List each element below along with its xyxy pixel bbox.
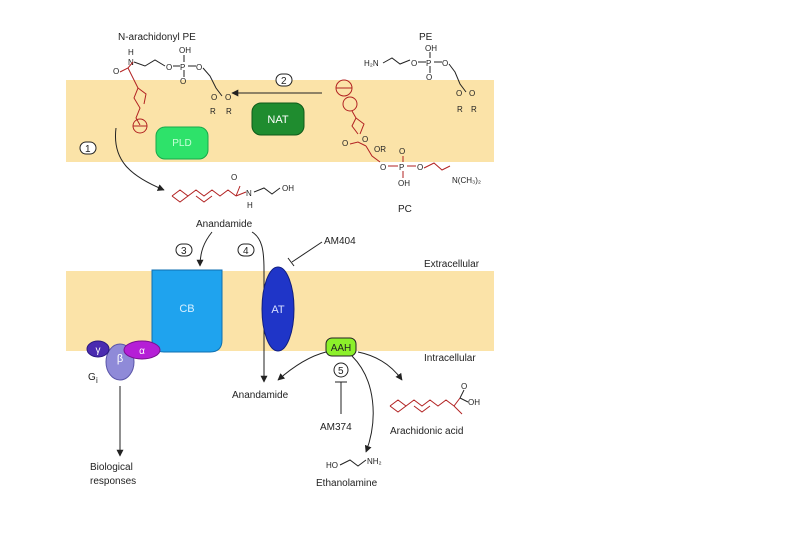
svg-text:O: O	[417, 163, 423, 172]
aah-enzyme[interactable]	[325, 337, 357, 357]
g-alpha-label: α	[139, 346, 145, 357]
svg-text:O: O	[231, 173, 237, 182]
aah-to-ethanolamine-arrow	[351, 355, 374, 453]
nat-label: NAT	[267, 114, 288, 126]
svg-text:O: O	[342, 139, 348, 148]
am374-label: AM374	[320, 422, 352, 433]
at-label: AT	[271, 304, 285, 316]
intracellular-label: Intracellular	[424, 353, 476, 364]
svg-text:O: O	[211, 93, 217, 102]
am404-label: AM404	[324, 236, 356, 247]
step-1-circle: 1	[79, 141, 97, 155]
svg-text:N(CH₃)₂: N(CH₃)₂	[452, 176, 481, 185]
ethanolamine-structure: HO NH₂	[326, 457, 382, 470]
svg-text:O: O	[461, 382, 467, 391]
gi-label: G	[88, 372, 96, 383]
pc-structure: O O OR O P O OH O N(CH₃)₂	[335, 79, 481, 188]
svg-text:O: O	[399, 147, 405, 156]
svg-text:HO: HO	[326, 461, 338, 470]
am404-inhibition-line	[291, 241, 323, 263]
svg-text:NH₂: NH₂	[367, 457, 382, 466]
svg-text:5: 5	[338, 366, 344, 377]
g-alpha-subunit[interactable]	[123, 340, 161, 360]
svg-text:OH: OH	[179, 46, 191, 55]
aah-to-anandamide-arrow	[277, 351, 327, 381]
aah-label: AAH	[331, 343, 352, 354]
svg-text:H: H	[247, 201, 253, 210]
step-3-arrow	[196, 231, 213, 267]
svg-text:OH: OH	[425, 44, 437, 53]
svg-text:1: 1	[85, 144, 91, 155]
svg-text:OH: OH	[468, 398, 480, 407]
arachidonic-acid-structure: O OH	[389, 382, 480, 415]
svg-text:R: R	[210, 107, 216, 116]
svg-text:P: P	[180, 63, 185, 72]
pe-label: PE	[419, 32, 433, 43]
svg-text:OH: OH	[398, 179, 410, 188]
svg-text:P: P	[399, 163, 404, 172]
transport-arrow	[251, 231, 268, 383]
svg-text:2: 2	[281, 76, 287, 87]
svg-text:N: N	[128, 58, 134, 67]
svg-text:O: O	[426, 73, 432, 82]
n-arachidonyl-pe-label: N-arachidonyl PE	[118, 32, 196, 43]
svg-text:4: 4	[243, 246, 249, 257]
svg-text:O: O	[196, 63, 202, 72]
svg-text:O: O	[456, 89, 462, 98]
anandamide-top-label: Anandamide	[196, 219, 253, 230]
svg-text:R: R	[457, 105, 463, 114]
svg-text:O: O	[180, 77, 186, 86]
step-1-arrow	[114, 127, 165, 191]
svg-text:N: N	[246, 189, 252, 198]
svg-text:OR: OR	[374, 145, 386, 154]
svg-text:OH: OH	[282, 184, 294, 193]
g-gamma-label: γ	[96, 345, 101, 356]
ethanolamine-label: Ethanolamine	[316, 478, 378, 489]
anandamide-bottom-label: Anandamide	[232, 390, 289, 401]
svg-text:O: O	[362, 135, 368, 144]
svg-text:R: R	[471, 105, 477, 114]
svg-text:P: P	[426, 59, 431, 68]
pld-label: PLD	[172, 138, 191, 149]
step-2-circle: 2	[275, 73, 293, 87]
svg-text:H: H	[128, 48, 134, 57]
biological-responses-line-1: Biological	[90, 462, 133, 473]
svg-text:R: R	[226, 107, 232, 116]
g-beta-label: β	[117, 353, 123, 365]
g-gamma-subunit[interactable]	[86, 340, 110, 358]
step-4-circle: 4	[237, 243, 255, 257]
svg-text:H₂N: H₂N	[364, 59, 379, 68]
svg-text:O: O	[225, 93, 231, 102]
svg-text:O: O	[469, 89, 475, 98]
extracellular-label: Extracellular	[424, 259, 480, 270]
svg-text:O: O	[113, 67, 119, 76]
svg-text:O: O	[380, 163, 386, 172]
anandamide-top-structure: O N H OH	[171, 173, 294, 210]
pe-structure: H₂N O P OH O O O O R R	[364, 44, 477, 114]
step-5-circle: 5	[333, 362, 349, 378]
n-arachidonyl-pe-structure: H N O P OH O O O O R R O	[113, 46, 232, 134]
svg-text:O: O	[442, 59, 448, 68]
pc-label: PC	[398, 204, 412, 215]
pld-enzyme[interactable]	[155, 126, 209, 160]
svg-text:O: O	[166, 63, 172, 72]
nat-enzyme[interactable]	[251, 102, 305, 136]
gi-subscript: i	[96, 376, 98, 385]
aah-to-arachidonic-arrow	[357, 351, 403, 381]
svg-text:O: O	[411, 59, 417, 68]
step-3-circle: 3	[175, 243, 193, 257]
at-transporter[interactable]	[261, 266, 295, 352]
arachidonic-acid-label: Arachidonic acid	[390, 426, 463, 437]
cb-label: CB	[179, 303, 194, 315]
svg-text:3: 3	[181, 246, 187, 257]
biological-responses-line-2: responses	[90, 476, 136, 487]
